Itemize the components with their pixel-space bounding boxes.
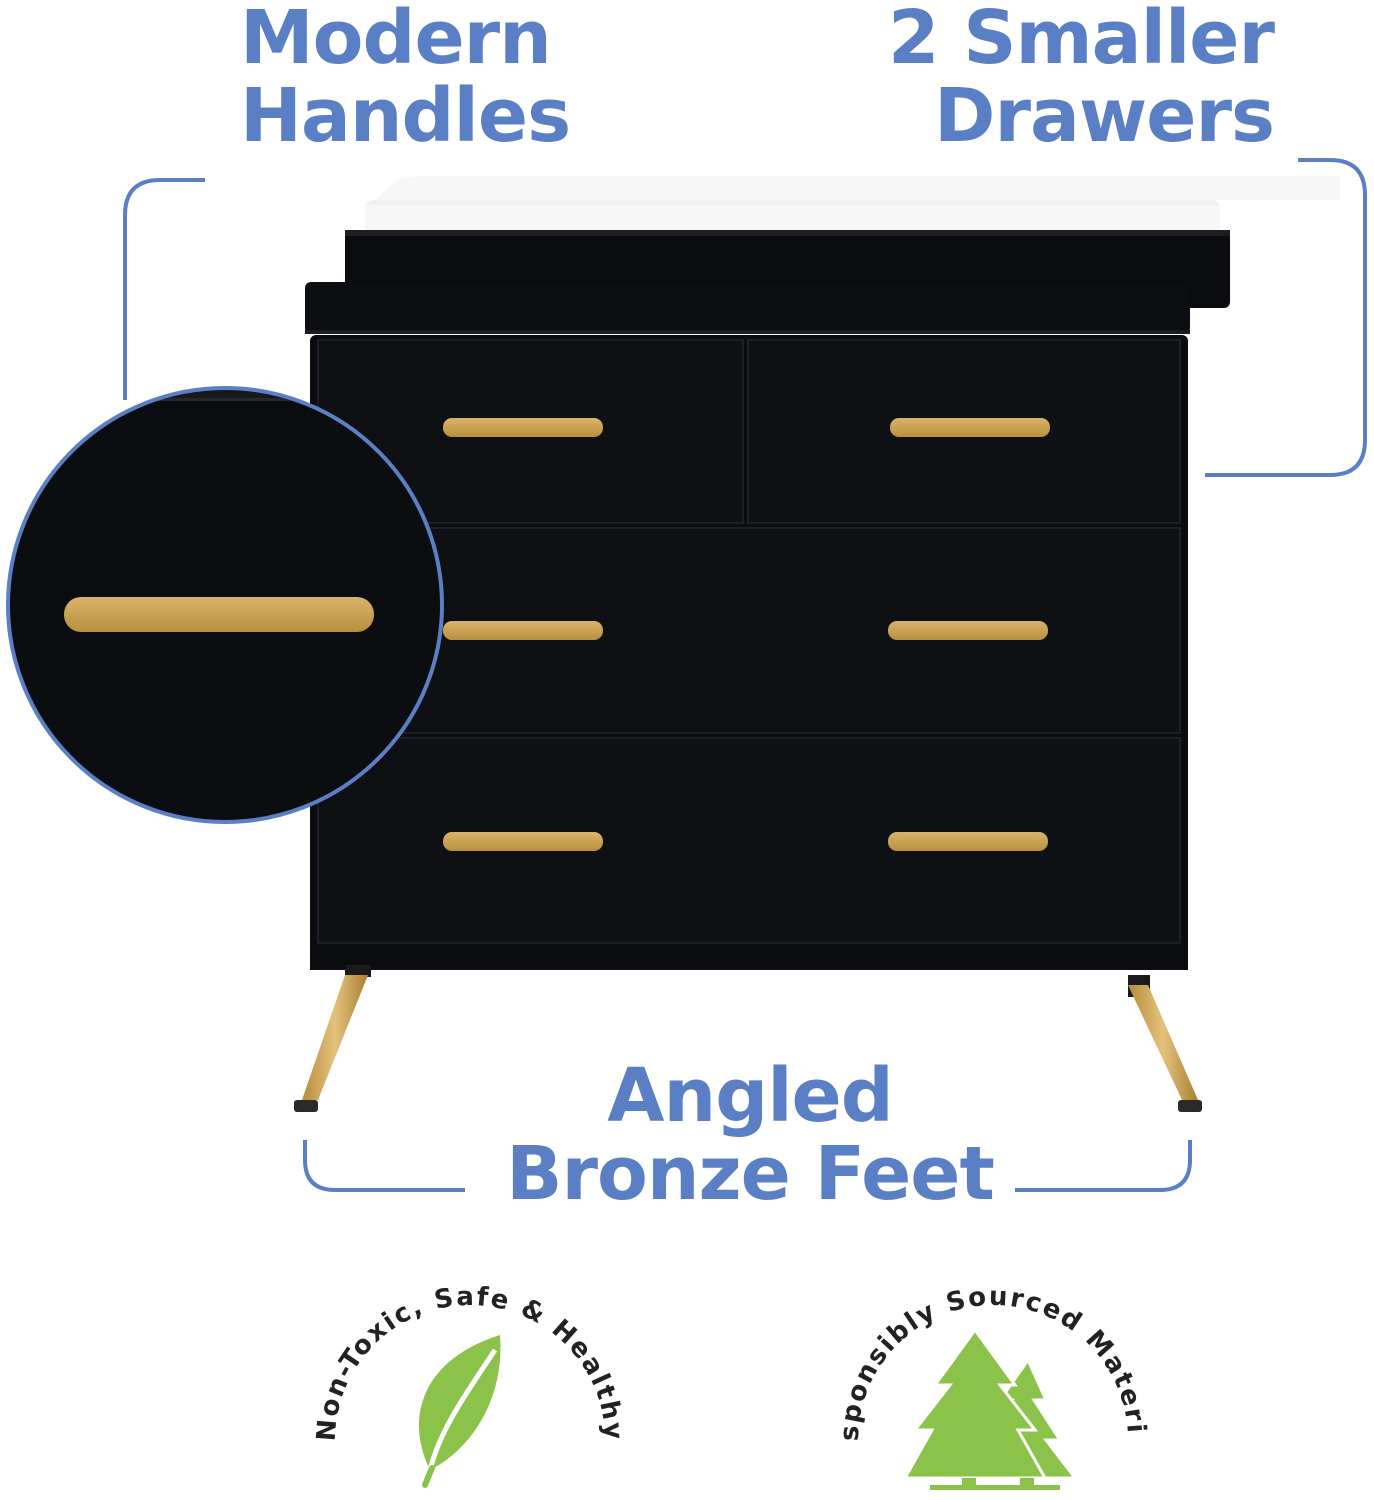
leg-left [302, 975, 368, 1100]
handles-callout-line2: Handles [240, 72, 571, 159]
changing-pad [365, 176, 1340, 235]
feet-callout-line-left [303, 1140, 465, 1192]
handle-zoom-circle [6, 386, 444, 824]
leaf-icon [418, 1335, 501, 1488]
handle [888, 621, 1048, 640]
drawers-callout-line [1205, 158, 1367, 477]
handle [443, 832, 603, 851]
leg-right [1128, 985, 1198, 1100]
nontoxic-badge: Non-Toxic, Safe & Healthy [312, 1282, 626, 1488]
angled-legs [294, 965, 1202, 1112]
feet-callout-line1: Angled [607, 1053, 893, 1139]
feet-callout-title: Angled Bronze Feet [300, 1053, 1200, 1217]
handle [443, 621, 603, 640]
handle [888, 832, 1048, 851]
dresser-top [305, 282, 1190, 334]
drawers-callout-title: 2 Smaller Drawers [887, 0, 1275, 159]
handle [890, 418, 1050, 437]
feet-callout-line-right [1015, 1140, 1192, 1192]
drawer-handles [443, 418, 1050, 851]
drawers-callout-line2: Drawers [934, 72, 1275, 159]
feet-callout-line2: Bronze Feet [506, 1130, 995, 1217]
handles-callout-line [123, 178, 205, 400]
trees-icon [902, 1327, 1079, 1490]
handles-callout-line1: Modern [240, 0, 552, 81]
handle-closeup [64, 597, 374, 632]
drawers-callout-line1: 2 Smaller [887, 0, 1275, 81]
handle [443, 418, 603, 437]
handles-callout-title: Modern Handles [240, 0, 571, 159]
